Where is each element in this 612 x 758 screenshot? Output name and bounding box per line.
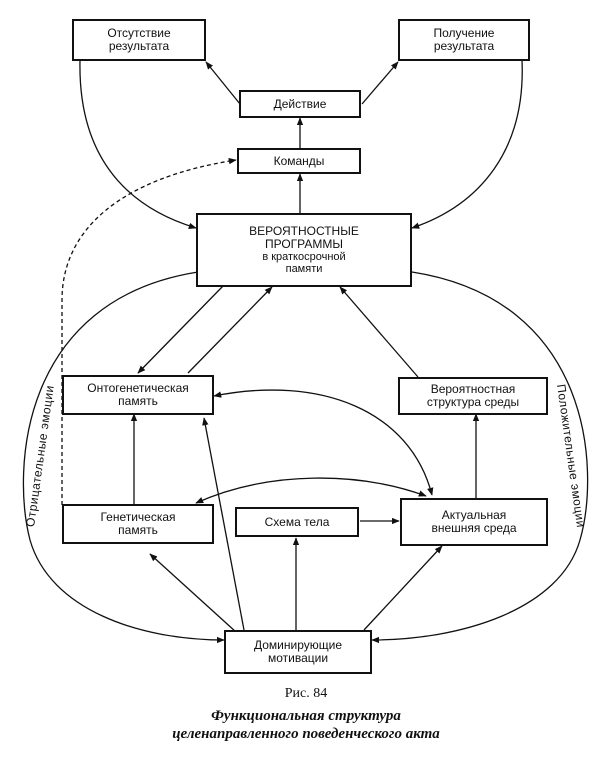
loop-negative-emotions: [22, 271, 225, 644]
actual-line2: внешняя среда: [431, 521, 517, 535]
receipt-line2: результата: [433, 39, 495, 53]
arrow-onto-to-programs: [187, 286, 273, 374]
figure-title: Функциональная структура целенаправленно…: [0, 707, 612, 743]
envstruct-line2: структура среды: [426, 395, 520, 409]
body-schema-label: Схема тела: [264, 514, 330, 529]
arrow-genetic-actual: [195, 477, 427, 504]
programs-line3: в краткосрочной: [262, 251, 346, 263]
programs-line1: ВЕРОЯТНОСТНЫЕ: [249, 224, 359, 238]
action-label: Действие: [273, 96, 327, 111]
box-probabilistic-programs: ВЕРОЯТНОСТНЫЕ ПРОГРАММЫ в краткосрочной …: [196, 213, 412, 287]
genetic-line2: память: [118, 523, 158, 537]
figure-title-line2: целенаправленного поведенческого акта: [172, 726, 440, 742]
figure-title-line1: Функциональная структура: [211, 708, 401, 724]
arrow-motivation-to-genetic: [149, 553, 237, 633]
onto-line2: память: [118, 394, 158, 408]
motivation-line2: мотивации: [267, 651, 329, 665]
box-receipt-result: Получение результата: [398, 19, 530, 61]
arrow-absence-to-programs: [79, 59, 197, 229]
arrow-onto-actual: [213, 389, 434, 496]
actual-line1: Актуальная: [441, 508, 507, 522]
arrow-motivation-to-actual: [363, 545, 443, 631]
onto-line1: Онтогенетическая: [87, 381, 189, 395]
box-genetic-memory: Генетическая память: [62, 504, 214, 544]
arrow-receipt-to-programs: [411, 59, 523, 229]
arrow-envstruct-to-programs: [339, 286, 419, 378]
dashed-genetic-to-commands: [61, 157, 237, 505]
box-action: Действие: [239, 90, 361, 118]
box-commands: Команды: [237, 148, 361, 174]
commands-label: Команды: [273, 153, 325, 168]
box-dominant-motivation: Доминирующие мотивации: [224, 630, 372, 674]
arrow-programs-to-onto: [137, 284, 225, 374]
box-ontogenetic-memory: Онтогенетическая память: [62, 375, 214, 415]
box-env-structure: Вероятностная структура среды: [398, 377, 548, 415]
arrow-motivation-to-onto: [202, 417, 245, 631]
programs-line2: ПРОГРАММЫ: [264, 237, 344, 251]
loop-positive-emotions: [371, 271, 589, 644]
box-actual-environment: Актуальная внешняя среда: [400, 498, 548, 546]
envstruct-line1: Вероятностная: [430, 382, 516, 396]
figure-number: Рис. 84: [284, 686, 328, 701]
arrow-action-to-absence: [205, 61, 241, 105]
absence-line1: Отсутствие: [107, 26, 171, 40]
box-absence-result: Отсутствие результата: [72, 19, 206, 61]
arrow-action-to-receipt: [361, 61, 399, 105]
receipt-line1: Получение: [433, 26, 495, 40]
programs-line4: памяти: [285, 263, 323, 275]
motivation-line1: Доминирующие: [253, 638, 342, 652]
absence-line2: результата: [108, 39, 170, 53]
box-body-schema: Схема тела: [235, 507, 359, 537]
genetic-line1: Генетическая: [100, 510, 176, 524]
